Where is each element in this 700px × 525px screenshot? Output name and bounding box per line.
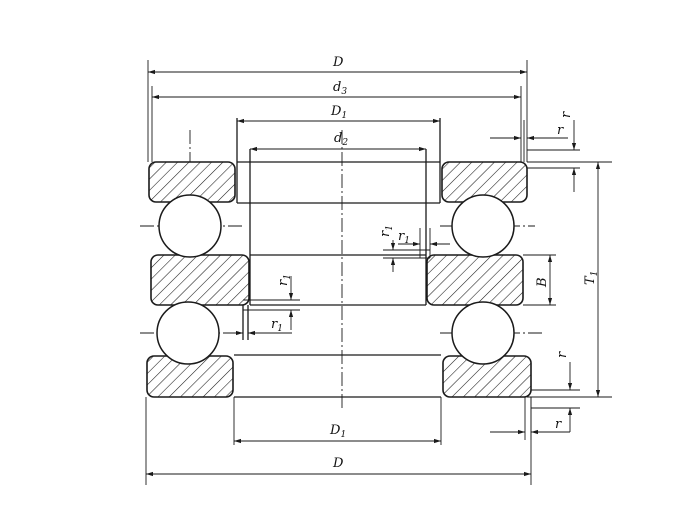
label-r-bottom-vertical: r <box>555 351 570 358</box>
label-r1-right-vertical: r1 <box>378 225 395 237</box>
label-D1-bottom: D1 <box>329 423 346 440</box>
label-T1: T1 <box>583 271 600 285</box>
bore-outlines <box>234 118 441 398</box>
ball-lower-left <box>156 301 220 365</box>
label-r-top-vertical: r <box>559 111 574 118</box>
label-r-top-horizontal: r <box>557 123 564 138</box>
label-D1-top: D1 <box>330 104 347 121</box>
label-r1-left-vertical: r1 <box>276 274 293 286</box>
label-B: B <box>535 277 550 288</box>
balls <box>156 194 515 365</box>
ball-lower-right <box>451 301 515 365</box>
label-D-top: D <box>332 55 344 70</box>
label-d2: d2 <box>334 131 348 148</box>
ball-upper-right <box>451 194 515 258</box>
washers <box>146 161 532 398</box>
shaft-washer-left <box>150 254 250 306</box>
dimension-labels: D d3 D1 d2 D1 D r r r r r1 r1 r1 r1 B T1 <box>271 55 600 471</box>
dimension-lines <box>146 69 601 477</box>
label-d3: d3 <box>333 80 347 97</box>
ball-upper-left <box>158 194 222 258</box>
label-r-bottom-horizontal: r <box>555 417 562 432</box>
label-D-bottom: D <box>332 456 344 471</box>
shaft-washer-right <box>426 254 524 306</box>
label-r1-right-horizontal: r1 <box>398 229 410 246</box>
label-r1-left-horizontal: r1 <box>271 317 283 334</box>
